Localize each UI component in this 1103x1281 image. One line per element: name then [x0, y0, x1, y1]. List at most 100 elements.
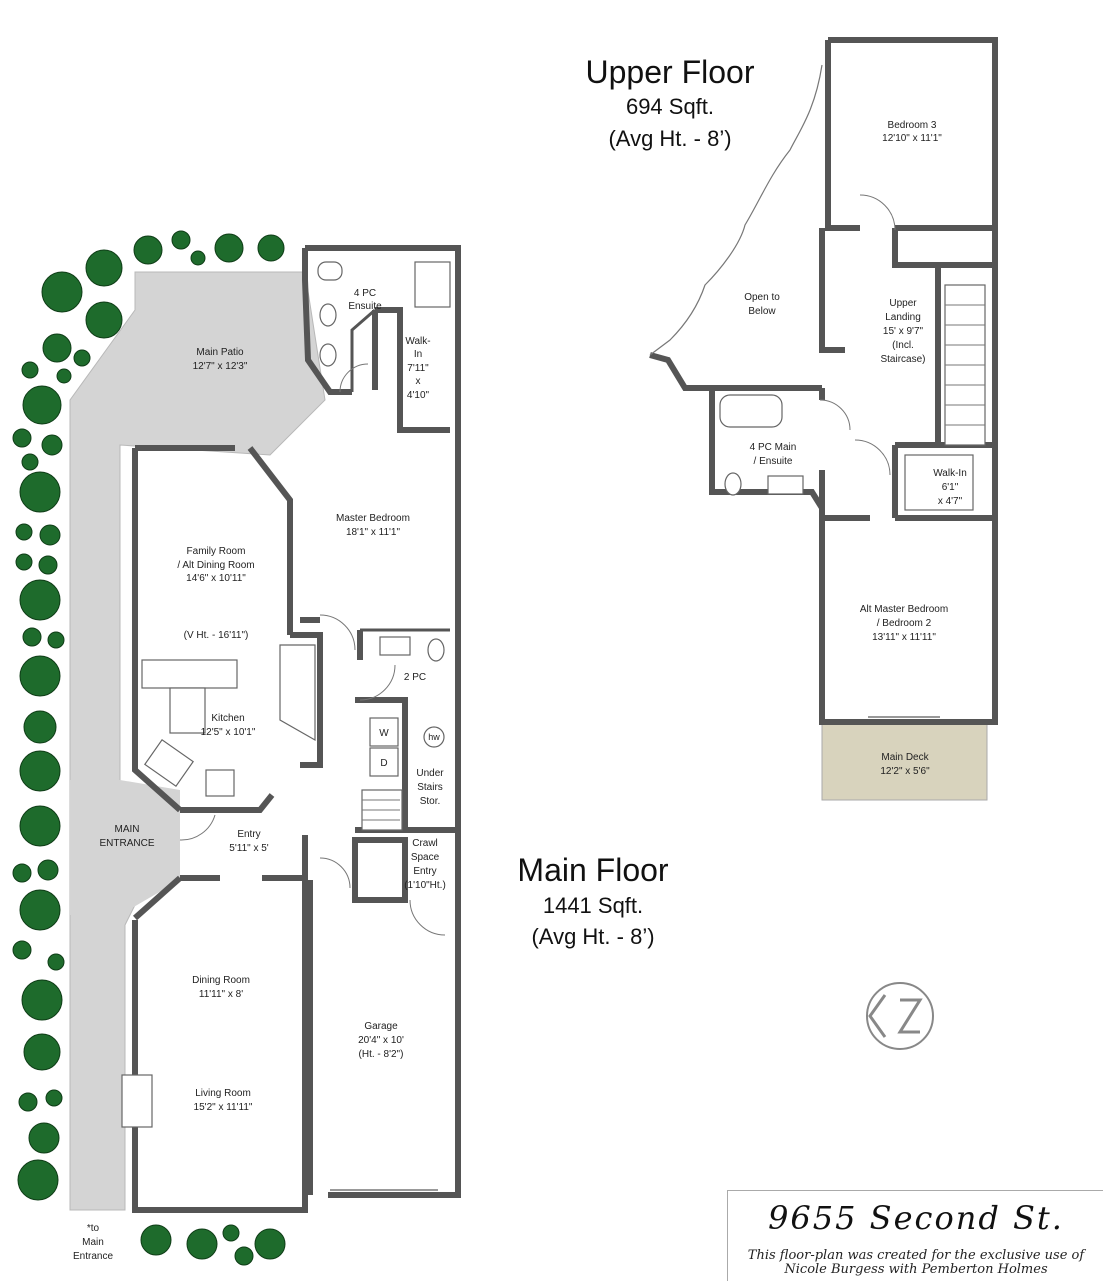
- island-counter: [169, 687, 206, 734]
- shrub-icon: [56, 368, 72, 384]
- shrub-icon: [15, 553, 33, 571]
- shrub-icon: [37, 859, 59, 881]
- shrub-icon: [23, 710, 57, 744]
- shrub-icon: [257, 234, 285, 262]
- shrub-icon: [41, 271, 83, 313]
- shrub-icon: [22, 385, 62, 425]
- ensuite-label: 4 PC: [354, 288, 376, 299]
- upper-floor-area: 694 Sqft.: [626, 94, 714, 119]
- to-main-entrance-label: *to: [87, 1223, 100, 1234]
- fireplace-icon: [121, 1074, 153, 1128]
- stove-icon: [205, 769, 235, 797]
- shrub-icon: [222, 1224, 240, 1242]
- bathtub-icon: [719, 394, 783, 428]
- upper-floor-fixtures: [719, 194, 986, 718]
- main-entrance-label: MAIN: [115, 824, 140, 835]
- credit-line-1: This floor-plan was created for the excl…: [747, 1248, 1085, 1263]
- shrub-icon: [186, 1228, 218, 1260]
- shrub-icon: [22, 627, 42, 647]
- shrub-icon: [39, 524, 61, 546]
- main-patio-label: Main Patio: [196, 347, 244, 358]
- shrub-icon: [17, 1159, 59, 1201]
- title-block: 9655 Second St. This floor-plan was crea…: [727, 1190, 1103, 1281]
- living-room-label: Living Room: [195, 1088, 251, 1099]
- vaulted-height-label: (V Ht. - 16'11"): [184, 630, 249, 641]
- shrub-icon: [73, 349, 91, 367]
- walkway-paving: [69, 904, 136, 1211]
- upper-landing-label: Upper: [889, 298, 917, 309]
- shrub-icon: [19, 579, 61, 621]
- credit-line-2: Nicole Burgess with Pemberton Holmes: [784, 1262, 1048, 1277]
- shrub-icon: [171, 230, 191, 250]
- credit-text: This floor-plan was created for the excl…: [728, 1249, 1103, 1277]
- shrub-icon: [12, 863, 32, 883]
- dining-room-label: Dining Room: [192, 975, 250, 986]
- kitchen-sink-icon: [143, 738, 195, 788]
- shrub-icon: [12, 940, 32, 960]
- entry-label: Entry: [237, 829, 260, 840]
- shrub-icon: [45, 1089, 63, 1107]
- shrub-icon: [21, 361, 39, 379]
- shrub-icon: [15, 523, 33, 541]
- washer-label: W: [379, 728, 389, 739]
- shrub-icon: [214, 233, 244, 263]
- shrub-icon: [21, 453, 39, 471]
- shrub-icon: [42, 333, 72, 363]
- main-patio-paving: [69, 271, 326, 916]
- shrub-icon: [21, 979, 63, 1021]
- shrub-icon: [23, 1033, 61, 1071]
- shrub-icon: [47, 953, 65, 971]
- hot-water-label: hw: [428, 732, 440, 742]
- main-ensuite-label: 4 PC Main: [750, 442, 797, 453]
- toilet-icon: [427, 638, 445, 662]
- hot-water-icon: [423, 726, 445, 748]
- upper-floor-height: (Avg Ht. - 8’): [608, 126, 731, 151]
- sink-icon: [319, 343, 337, 367]
- shrub-icon: [41, 434, 63, 456]
- shrub-icon: [47, 631, 65, 649]
- shrub-icon: [140, 1224, 172, 1256]
- sink-icon: [767, 475, 804, 495]
- island-counter: [141, 659, 238, 689]
- upper-floor-title: Upper Floor: [586, 54, 755, 90]
- shrub-icon: [190, 250, 206, 266]
- shrub-icon: [18, 1092, 38, 1112]
- sink-icon: [379, 636, 411, 656]
- shrub-icon: [38, 555, 58, 575]
- svg-text:4 PC Main/ Ensuite: 4 PC Main/ Ensuite: [750, 442, 797, 467]
- toilet-icon: [724, 472, 742, 496]
- kitchen-label: Kitchen: [211, 713, 244, 724]
- open-to-below-label: Open to: [744, 292, 780, 303]
- crawl-space-label: Crawl: [412, 838, 438, 849]
- sink-icon: [319, 303, 337, 327]
- shrubs: [12, 230, 286, 1266]
- dryer-label: D: [380, 758, 387, 769]
- main-floor-title: Main Floor: [517, 852, 669, 888]
- shrub-icon: [133, 235, 163, 265]
- main-floor-height: (Avg Ht. - 8’): [531, 924, 654, 949]
- main-deck-area: [821, 721, 988, 801]
- main-floor-walls: [132, 245, 461, 1213]
- property-address: 9655 Second St.: [768, 1199, 1064, 1237]
- shrub-icon: [19, 750, 61, 792]
- shrub-icon: [12, 428, 32, 448]
- under-stairs-label: Under: [416, 768, 444, 779]
- svg-text:Alt Master Bedroom/ Bedroom 21: Alt Master Bedroom/ Bedroom 213'11" x 11…: [860, 604, 948, 643]
- open-to-below-outline: [649, 64, 823, 356]
- shrub-icon: [19, 805, 61, 847]
- svg-text:Bedroom 312'10" x 11'1": Bedroom 312'10" x 11'1": [882, 120, 942, 144]
- two-pc-label: 2 PC: [404, 672, 426, 683]
- bedroom3-label: Bedroom 3: [888, 120, 937, 131]
- master-bedroom-label: Master Bedroom: [336, 513, 410, 524]
- shrub-icon: [19, 889, 61, 931]
